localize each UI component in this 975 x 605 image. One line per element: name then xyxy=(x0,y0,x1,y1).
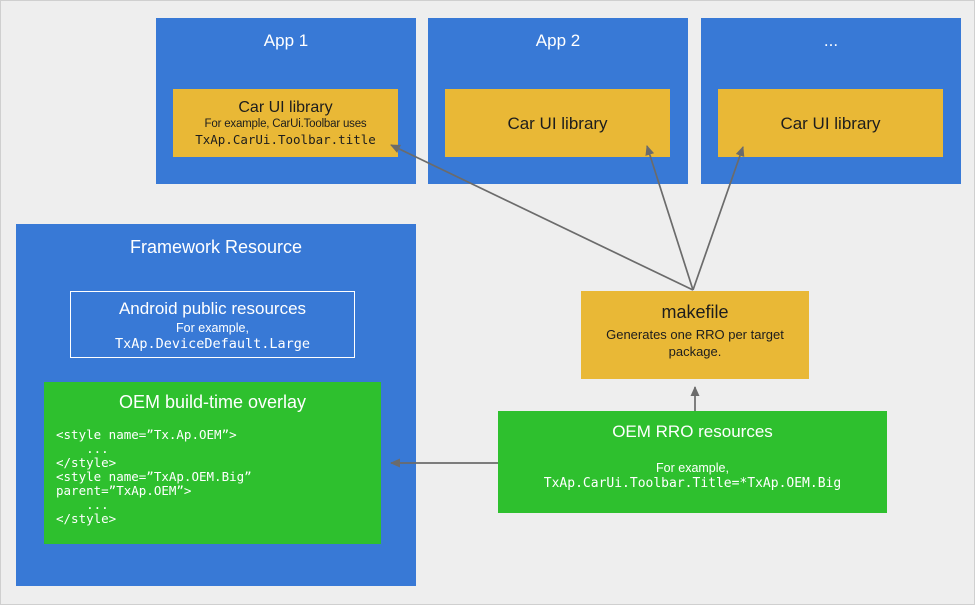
android-public-resources-title: Android public resources xyxy=(118,299,307,318)
oem-rro-resources-title: OEM RRO resources xyxy=(612,422,773,441)
app2-car-ui-library-box: Car UI library xyxy=(445,89,670,157)
app1-car-ui-library-box: Car UI library For example, CarUi.Toolba… xyxy=(173,89,398,157)
makefile-box: makefile Generates one RRO per target pa… xyxy=(581,291,809,379)
app-ellipsis-box: ... Car UI library xyxy=(701,18,961,184)
android-public-resources-example-label: For example, xyxy=(176,321,249,335)
oem-rro-resources-box: OEM RRO resources For example, TxAp.CarU… xyxy=(498,411,887,513)
oem-build-time-overlay-code: <style name=”Tx.Ap.OEM”> ... </style> <s… xyxy=(56,427,252,526)
app2-title: App 2 xyxy=(535,31,581,50)
oem-rro-resources-example-code: TxAp.CarUi.Toolbar.Title=*TxAp.OEM.Big xyxy=(543,476,842,491)
framework-resource-box: Framework Resource Android public resour… xyxy=(16,224,416,586)
car-ui-library-code: TxAp.CarUi.Toolbar.title xyxy=(195,132,376,147)
makefile-title: makefile xyxy=(661,302,729,322)
app-ellipsis-title: ... xyxy=(823,31,839,50)
makefile-subtitle: Generates one RRO per target package. xyxy=(606,327,784,359)
android-public-resources-box: Android public resources For example, Tx… xyxy=(70,291,355,358)
app1-box: App 1 Car UI library For example, CarUi.… xyxy=(156,18,416,184)
car-ui-library-note: For example, CarUi.Toolbar uses xyxy=(204,118,367,130)
android-public-resources-example-code: TxAp.DeviceDefault.Large xyxy=(114,336,311,352)
car-ui-library-title: Car UI library xyxy=(507,113,608,133)
app1-title: App 1 xyxy=(263,31,309,50)
app2-box: App 2 Car UI library xyxy=(428,18,688,184)
framework-resource-title: Framework Resource xyxy=(129,237,303,257)
oem-rro-resources-example-label: For example, xyxy=(656,461,729,475)
app-ellipsis-car-ui-library-box: Car UI library xyxy=(718,89,943,157)
car-ui-library-title: Car UI library xyxy=(780,113,881,133)
oem-build-time-overlay-box: OEM build-time overlay <style name=”Tx.A… xyxy=(44,382,381,544)
car-ui-library-title: Car UI library xyxy=(238,99,333,116)
oem-build-time-overlay-title: OEM build-time overlay xyxy=(118,392,307,412)
